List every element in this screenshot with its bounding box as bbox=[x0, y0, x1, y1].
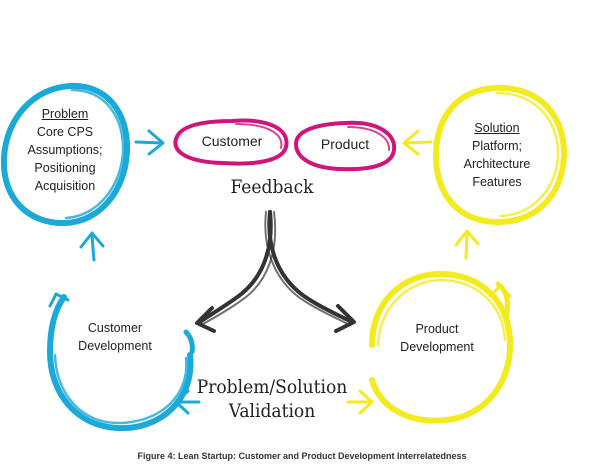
solution-title: Solution bbox=[474, 121, 520, 135]
product-development-label: Product Development bbox=[382, 320, 492, 356]
arrow-validation-to-product-icon bbox=[346, 389, 374, 415]
solution-label: Solution Platform; Architecture Features bbox=[442, 119, 552, 191]
customer-development-label: Customer Development bbox=[60, 319, 170, 355]
customer-development-line-2: Development bbox=[78, 339, 152, 353]
arrow-up-to-solution-icon bbox=[454, 229, 480, 260]
feedback-label: Feedback bbox=[230, 176, 314, 198]
product-development-line-2: Development bbox=[400, 340, 474, 354]
arrow-validation-to-customer-icon bbox=[174, 389, 201, 415]
validation-line-2: Validation bbox=[228, 400, 316, 422]
validation-line-1: Problem/Solution bbox=[196, 376, 348, 398]
solution-circle bbox=[432, 84, 568, 226]
figure-caption: Figure 4: Lean Startup: Customer and Pro… bbox=[137, 451, 467, 461]
feedback-product-label: Product bbox=[320, 136, 370, 152]
problem-title: Problem bbox=[41, 107, 89, 121]
solution-line-3: Features bbox=[472, 175, 522, 189]
solution-line-1: Platform; bbox=[471, 139, 522, 153]
customer-development-circle bbox=[46, 294, 195, 432]
customer-pill-outline bbox=[173, 118, 289, 166]
customer-development-line-1: Customer bbox=[87, 321, 143, 335]
feedback-split-arrow-icon bbox=[195, 210, 356, 333]
problem-line-4: Acquisition bbox=[34, 179, 96, 193]
arrow-product-circle-icon bbox=[488, 284, 512, 298]
arrow-customer-circle-icon bbox=[48, 292, 70, 308]
feedback-customer-label: Customer bbox=[201, 133, 263, 149]
validation-label: Problem/Solution Validation bbox=[182, 375, 362, 423]
arrow-solution-to-product-icon bbox=[402, 129, 433, 156]
problem-label: Problem Core CPS Assumptions; Positionin… bbox=[10, 105, 120, 195]
problem-line-1: Core CPS bbox=[36, 125, 94, 139]
problem-circle bbox=[0, 82, 131, 227]
product-pill-outline bbox=[293, 120, 397, 172]
problem-line-2: Assumptions; bbox=[27, 143, 103, 157]
arrow-up-to-problem-icon bbox=[79, 231, 105, 262]
product-development-line-1: Product bbox=[415, 322, 459, 336]
solution-line-2: Architecture bbox=[463, 157, 531, 171]
problem-line-3: Positioning bbox=[34, 161, 96, 175]
arrow-problem-to-customer-icon bbox=[134, 129, 165, 156]
